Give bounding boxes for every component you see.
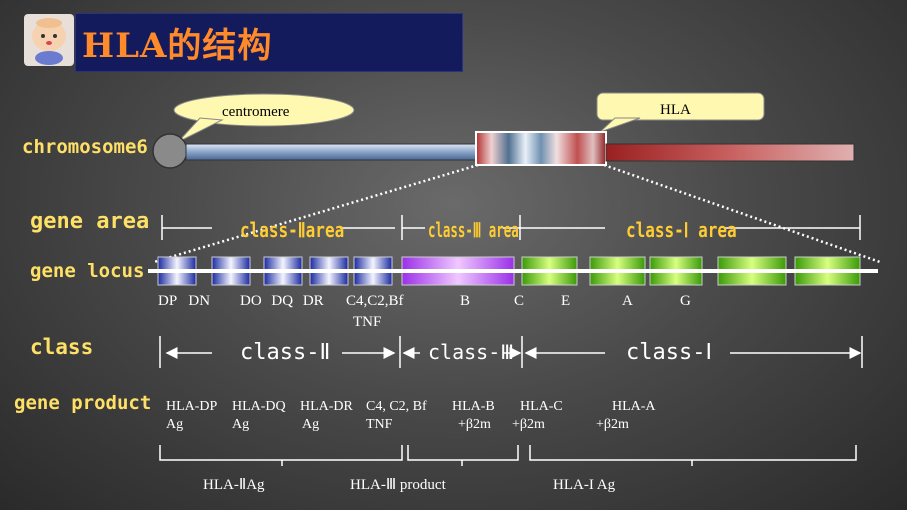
title-bar xyxy=(75,13,463,72)
logo-icon xyxy=(24,14,74,66)
gene-area-brackets xyxy=(161,215,861,240)
product-hla-b: HLA-B+β2m xyxy=(452,399,495,432)
centromere-label: centromere xyxy=(222,104,290,120)
class1-label: class-Ⅰ xyxy=(626,340,712,365)
locus-tnf: TNF xyxy=(353,314,382,330)
class2-label: class-Ⅱ xyxy=(240,340,331,365)
zoom-line-right xyxy=(603,163,881,264)
group-hla-2-ag: HLA-ⅡAg xyxy=(203,477,265,493)
class3-area-label: class-Ⅲ area xyxy=(428,218,519,242)
hla-region xyxy=(475,131,607,166)
locus-g: G xyxy=(680,293,691,309)
class-arrows xyxy=(159,336,863,368)
centromere xyxy=(152,133,188,169)
product-hla-c: HLA-C+β2m xyxy=(512,399,563,432)
product-hla-a: HLA-A+β2m xyxy=(596,399,656,432)
gene-product-label: gene product xyxy=(14,392,152,414)
class3-label: class-Ⅲ xyxy=(428,340,515,364)
gene-area-label: gene area xyxy=(30,209,150,234)
hla-callout xyxy=(596,92,765,133)
locus-a: A xyxy=(622,293,633,309)
group-hla-3-product: HLA-Ⅲ product xyxy=(350,477,446,493)
class1-area-label: class-Ⅰ area xyxy=(626,218,737,242)
chromosome-arm-short xyxy=(185,143,479,161)
locus-c: C xyxy=(514,293,525,309)
class2-area-label: class-Ⅱarea xyxy=(240,218,345,242)
chromosome-label: chromosome6 xyxy=(22,136,148,158)
chromosome-arm-long xyxy=(605,143,855,162)
hla-callout-label: HLA xyxy=(660,102,691,118)
locus-dp-dn: DP DN xyxy=(158,293,211,309)
locus-do-dq-dr: DO DQ DR xyxy=(240,293,324,309)
locus-e: E xyxy=(561,293,571,309)
locus-b: B xyxy=(460,293,471,309)
centromere-callout xyxy=(173,93,355,143)
class-label: class xyxy=(30,335,94,359)
locus-c4-c2-bf: C4,C2,Bf xyxy=(346,293,404,309)
zoom-line-left xyxy=(153,163,479,264)
gene-locus-label: gene locus xyxy=(30,260,145,282)
group-hla-1-ag: HLA-I Ag xyxy=(553,477,616,493)
product-brackets xyxy=(159,445,857,466)
page-title: HLA的结构 xyxy=(82,26,273,66)
